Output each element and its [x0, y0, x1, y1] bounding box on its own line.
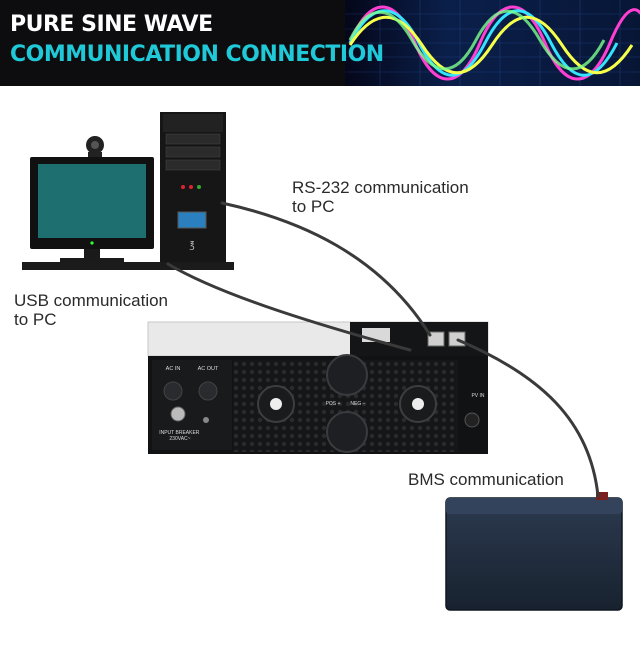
ground-screw-icon [203, 417, 209, 423]
rs232-label-line1: RS-232 communication [292, 178, 469, 197]
pos-label: POS + [326, 401, 341, 407]
bms-cable[interactable] [456, 338, 600, 498]
desk [22, 262, 234, 270]
battery-pos-terminal-icon [326, 354, 368, 396]
ac-in-socket-icon [163, 381, 183, 401]
input-breaker-icon [170, 406, 186, 422]
neg-label: NEG − [350, 401, 365, 407]
usb-label-line1: USB communication [14, 291, 169, 310]
ac-in-label: AC IN [166, 366, 181, 372]
bms-label: BMS communication [408, 470, 564, 489]
rs232-label-line2: to PC [292, 197, 335, 216]
webcam-icon [86, 136, 104, 158]
rs232-label: RS-232 communication to PC [292, 178, 469, 216]
pc-tower-icon: ℥ [160, 112, 226, 264]
banner-title-line2: COMMUNICATION CONNECTION [10, 42, 384, 67]
rs232-port-icon [427, 331, 445, 347]
inverter: AC IN AC OUT INPUT BREAKER 230VAC~ POS +… [147, 321, 489, 454]
rs232-cable[interactable] [220, 201, 432, 337]
monitor-icon [30, 157, 154, 263]
cables [166, 201, 600, 498]
input-breaker-label: INPUT BREAKER 230VAC~ [159, 430, 201, 442]
pv-in-label: PV IN [471, 393, 484, 399]
usb-cable[interactable] [166, 262, 412, 352]
ac-out-socket-icon [198, 381, 218, 401]
ac-out-label: AC OUT [198, 366, 219, 372]
banner [0, 0, 640, 86]
battery-icon [445, 492, 623, 611]
banner-title-line1: PURE SINE WAVE [10, 12, 213, 37]
sine-waves-icon [348, 5, 640, 81]
battery-terminal-icon [596, 492, 608, 500]
usb-label: USB communication to PC [14, 291, 168, 329]
pv-in-terminal-icon [464, 412, 480, 428]
battery-neg-terminal-icon [326, 411, 368, 453]
monitor-screen [38, 164, 146, 238]
svg-text:℥: ℥ [189, 241, 194, 251]
usb-label-line2: to PC [14, 310, 57, 329]
